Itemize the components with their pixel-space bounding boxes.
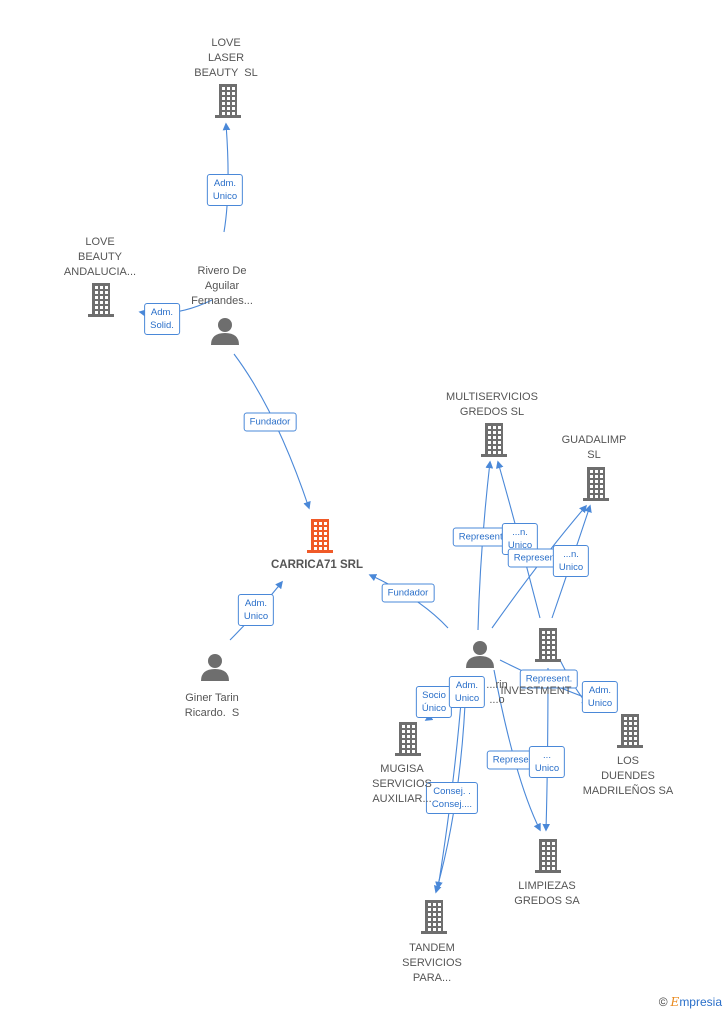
node-label-tandem: TANDEM SERVICIOS PARA...	[402, 942, 462, 984]
edge-label[interactable]: Consej. . Consej....	[425, 782, 479, 814]
building-icon[interactable]	[395, 722, 421, 756]
brand-name: mpresia	[679, 995, 722, 1009]
edge-label[interactable]: Adm. Solid.	[144, 303, 180, 335]
node-label-love-laser: LOVE LASER BEAUTY SL	[194, 37, 258, 79]
edge-label[interactable]: Adm. Unico	[206, 174, 244, 206]
building-icon[interactable]	[617, 714, 643, 748]
edge-label[interactable]: ...n. Unico	[552, 545, 590, 577]
node-label-mugisa: MUGISA SERVICIOS AUXILIAR...	[372, 763, 432, 805]
node-label-multiservicios: MULTISERVICIOS GREDOS SL	[446, 391, 538, 418]
node-label-love-beauty: LOVE BEAUTY ANDALUCIA...	[63, 236, 137, 278]
copyright-symbol: ©	[658, 995, 668, 1009]
node-label-carrica: CARRICA71 SRL	[270, 559, 364, 571]
building-icon[interactable]	[535, 839, 561, 873]
building-icon[interactable]	[583, 467, 609, 501]
edge-label[interactable]: Represent.	[519, 669, 579, 689]
node-label-person2: ...rin ...o	[486, 679, 508, 706]
edge-label[interactable]: Adm. Unico	[581, 681, 619, 713]
building-icon[interactable]	[535, 628, 561, 662]
brand-footer: ©Empresia	[659, 995, 722, 1009]
person-icon[interactable]	[201, 654, 229, 681]
node-label-los-duendes: LOS DUENDES MADRILEÑOS SA	[582, 755, 674, 797]
building-icon[interactable]	[481, 423, 507, 457]
node-label-guadalimp: GUADALIMP SL	[561, 434, 627, 461]
building-icon[interactable]	[421, 900, 447, 934]
brand-initial: E	[670, 995, 680, 1009]
person-icon[interactable]	[211, 318, 239, 345]
building-icon[interactable]	[307, 519, 333, 553]
edge-label[interactable]: Fundador	[243, 412, 297, 432]
edge-label[interactable]: Socio Único	[415, 686, 453, 718]
node-label-giner: Giner Tarin Ricardo. S	[184, 692, 240, 719]
edge-label[interactable]: Fundador	[381, 583, 435, 603]
edge-label[interactable]: Adm. Unico	[448, 676, 486, 708]
edge-person2-to-multiservicios	[477, 460, 494, 631]
edge-label[interactable]: ... Unico	[528, 746, 566, 778]
node-label-limpiezas: LIMPIEZAS GREDOS SA	[514, 880, 580, 907]
node-label-rivero: Rivero De Aguilar Fernandes...	[191, 265, 253, 307]
node-label-investment: INVESTMENT	[500, 685, 572, 697]
edge-label[interactable]: Adm. Unico	[237, 594, 275, 626]
building-icon[interactable]	[215, 84, 241, 118]
building-icon[interactable]	[88, 283, 114, 317]
person-icon[interactable]	[466, 641, 494, 668]
